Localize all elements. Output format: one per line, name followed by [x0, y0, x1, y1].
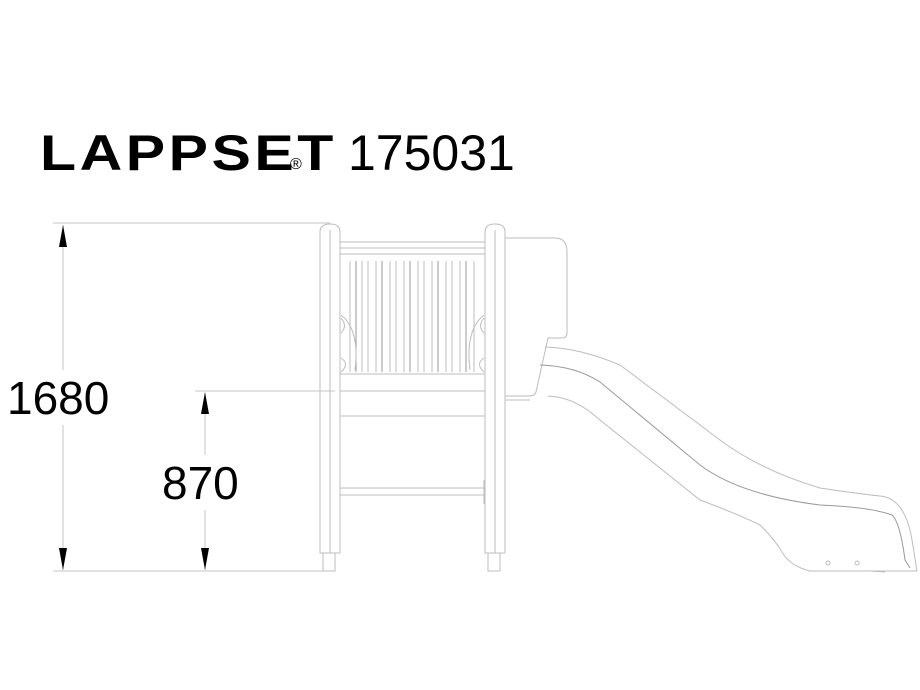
- left-post: [319, 223, 341, 572]
- arrow-up-icon: [59, 225, 67, 247]
- dimension-total-height: 1680: [5, 372, 112, 424]
- arrow-up-icon: [201, 392, 209, 414]
- slide-hood: [505, 237, 568, 397]
- platform-beam: [339, 390, 486, 417]
- arrow-down-icon: [201, 548, 209, 570]
- handle-grip-right: [468, 314, 485, 373]
- arrow-down-icon: [59, 548, 67, 570]
- right-post: [484, 223, 506, 572]
- ladder-rung: [339, 480, 486, 504]
- dimension-arrows: [59, 225, 209, 570]
- handle-grip-left: [340, 314, 357, 373]
- railing-panel: [349, 261, 475, 372]
- registered-trademark-icon: ®: [290, 156, 302, 173]
- slide-chute: [539, 346, 918, 573]
- dimension-platform-height: 870: [160, 457, 241, 509]
- brand-logo: LAPPSET: [40, 125, 337, 181]
- product-number: 175031: [348, 125, 515, 181]
